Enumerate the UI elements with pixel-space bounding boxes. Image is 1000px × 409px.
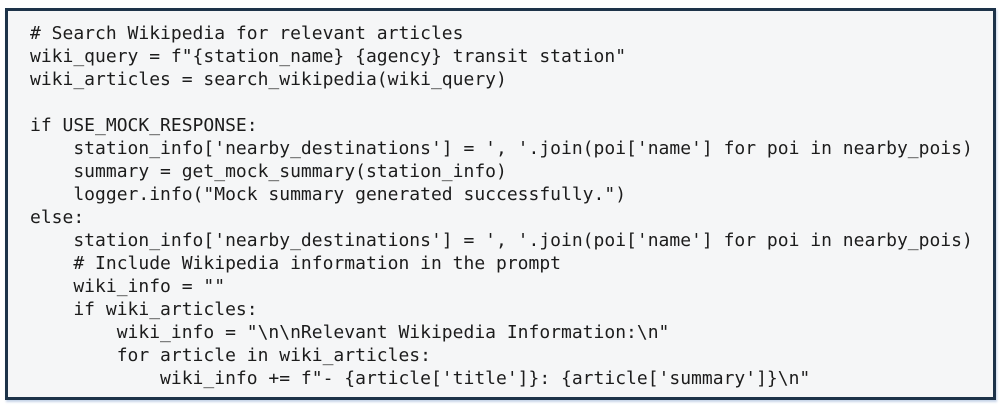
code-line: else: xyxy=(30,207,85,228)
code-line: if USE_MOCK_RESPONSE: xyxy=(30,115,258,136)
code-line: station_info['nearby_destinations'] = ',… xyxy=(30,138,973,159)
code-line: logger.info("Mock summary generated succ… xyxy=(30,184,627,205)
code-line xyxy=(30,91,985,114)
code-line: if wiki_articles: xyxy=(30,299,258,320)
code-line: for article in wiki_articles: xyxy=(30,345,431,366)
code-line: summary = get_mock_summary(station_info) xyxy=(30,161,507,182)
code-block: # Search Wikipedia for relevant articles… xyxy=(8,11,993,398)
code-line: wiki_info = "\n\nRelevant Wikipedia Info… xyxy=(30,322,670,343)
code-line: wiki_articles = search_wikipedia(wiki_qu… xyxy=(30,69,507,90)
code-line: wiki_query = f"{station_name} {agency} t… xyxy=(30,46,627,67)
code-line: # Include Wikipedia information in the p… xyxy=(30,253,562,274)
code-panel: # Search Wikipedia for relevant articles… xyxy=(5,8,996,400)
code-line: wiki_info = "" xyxy=(30,276,226,297)
code-line: station_info['nearby_destinations'] = ',… xyxy=(30,230,973,251)
code-line: wiki_info += f"- {article['title']}: {ar… xyxy=(30,368,811,389)
code-line: # Search Wikipedia for relevant articles xyxy=(30,23,464,44)
